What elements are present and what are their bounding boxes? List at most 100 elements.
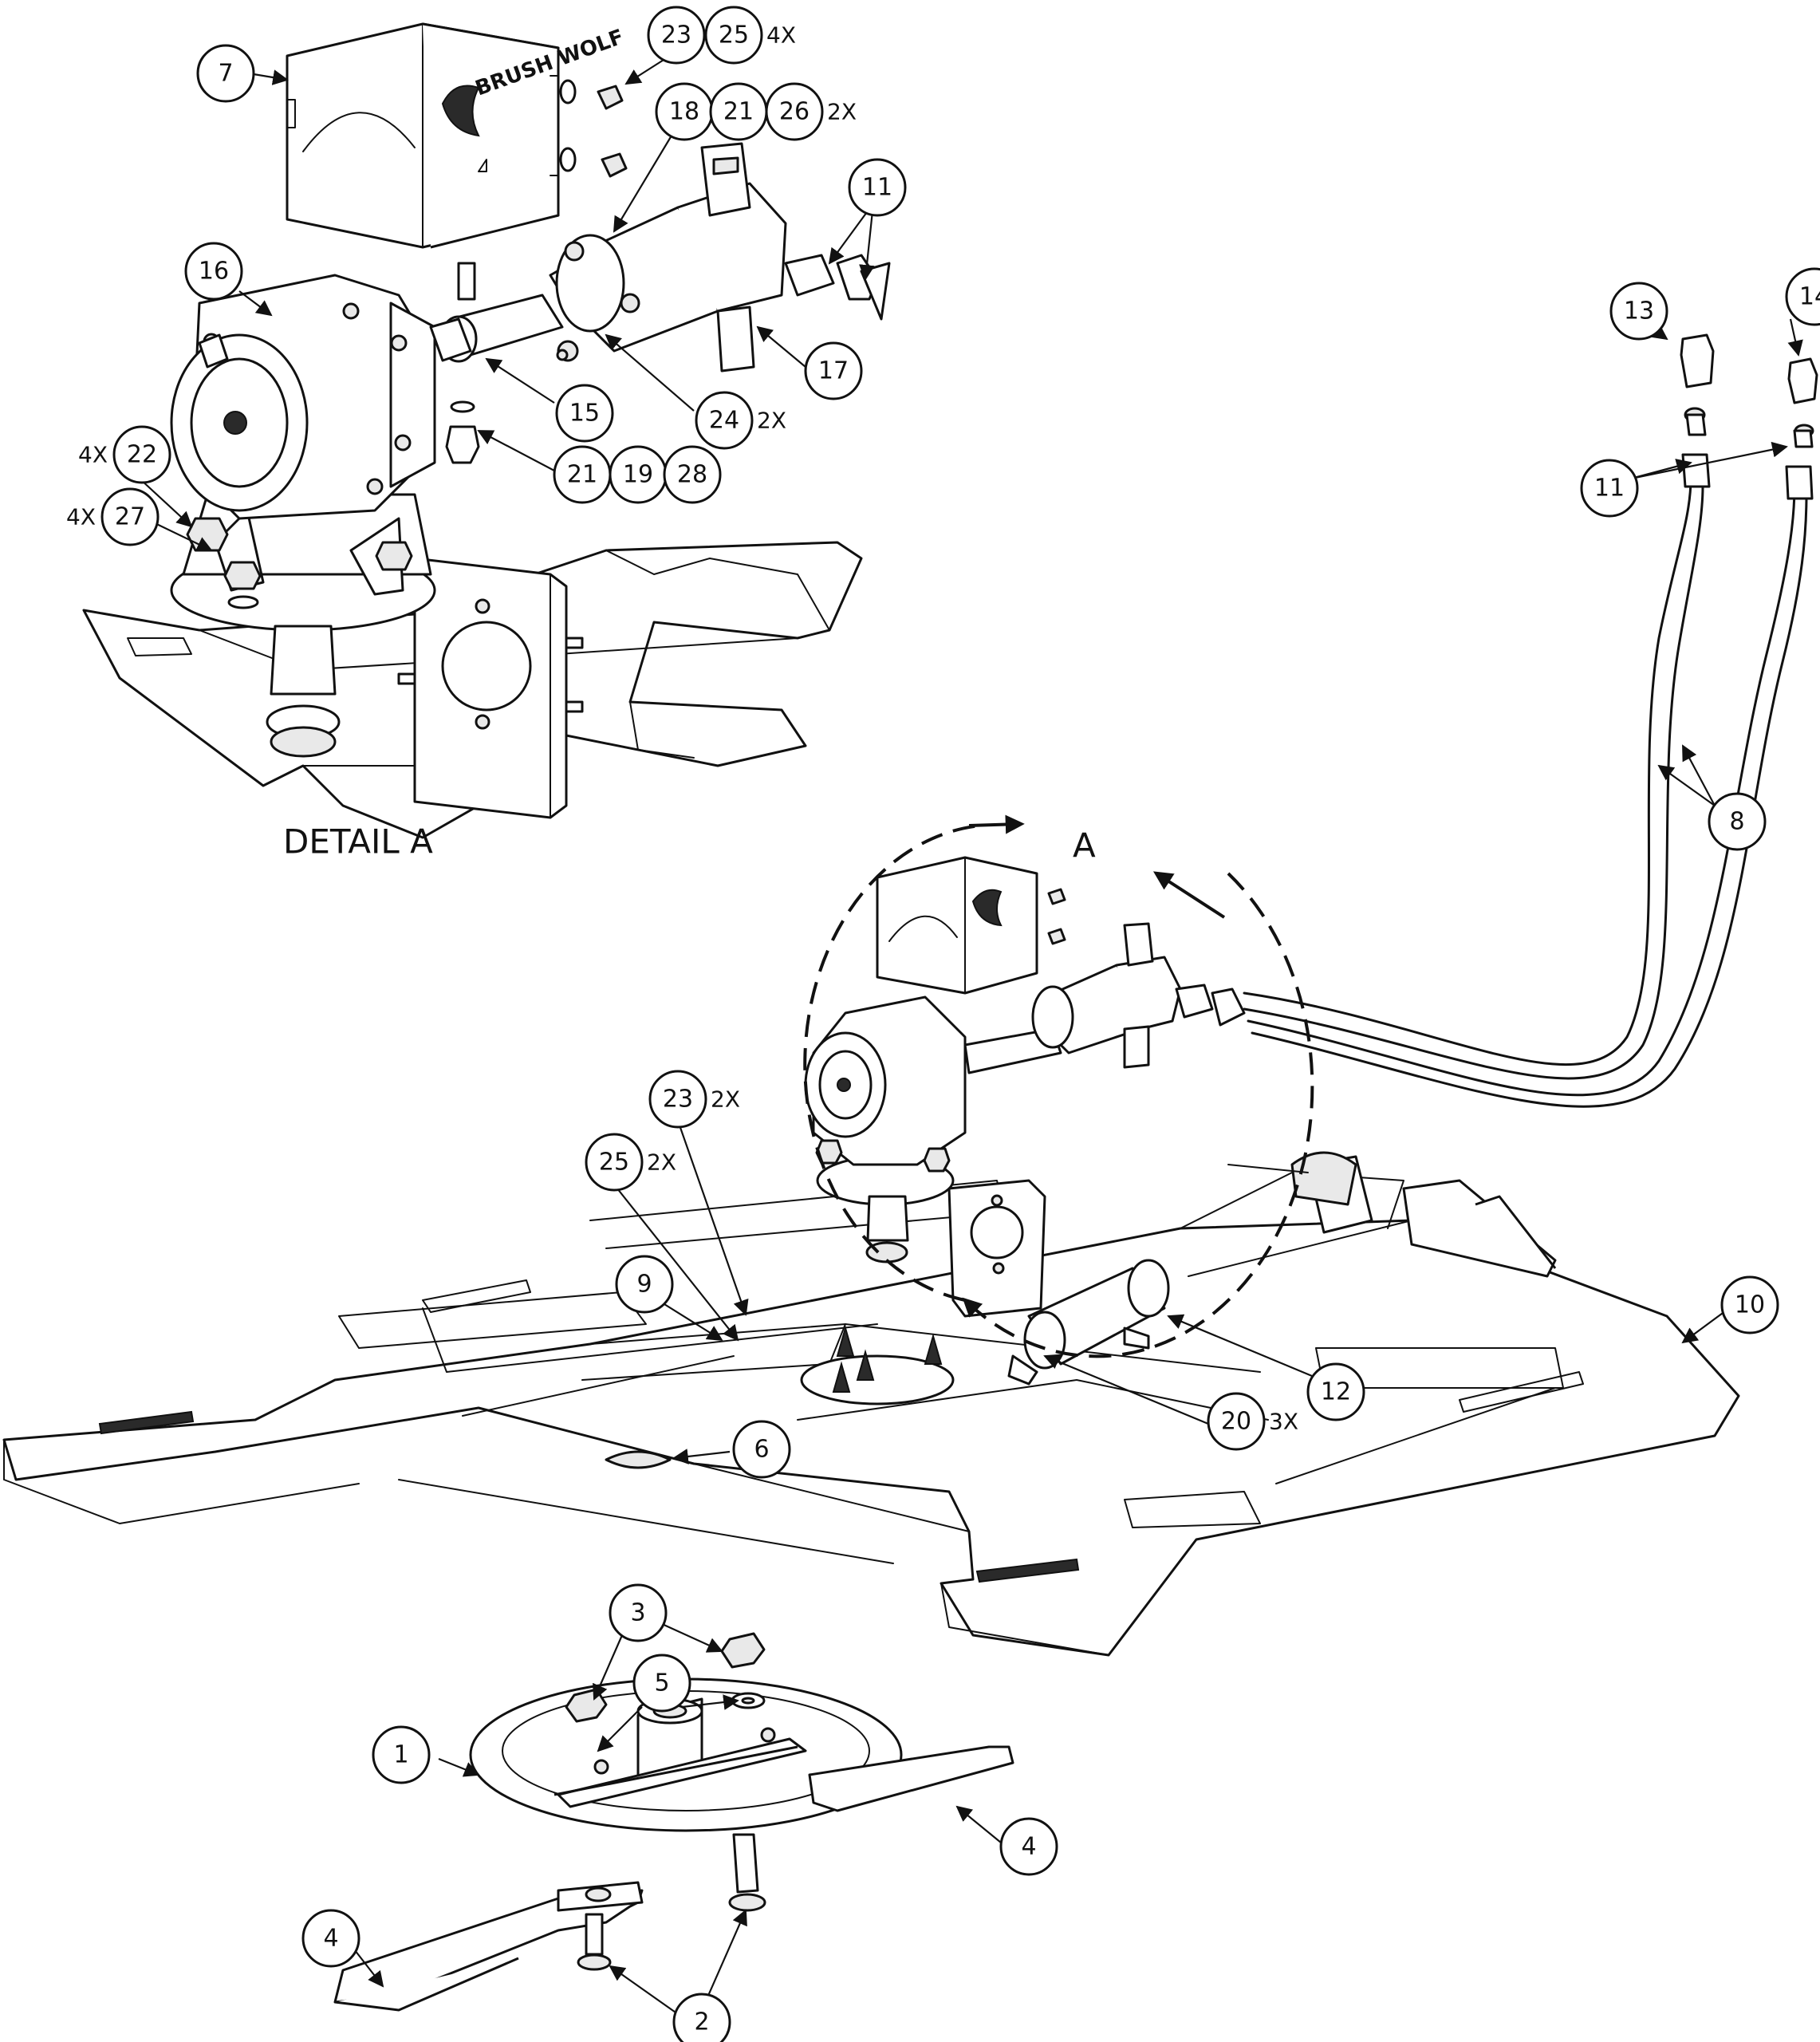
callout-number: 13 <box>1624 298 1654 325</box>
callout-circle <box>1708 792 1767 851</box>
callout-10: 10 <box>1720 1275 1779 1334</box>
callout-number: 3 <box>630 1599 645 1627</box>
callout-circle <box>1720 1275 1779 1334</box>
callout-circle <box>555 384 614 443</box>
callout-22: 22 4X <box>78 425 171 484</box>
callout-11: 11 <box>1580 459 1639 518</box>
drive-shaft <box>429 262 564 464</box>
callout-9: 9 <box>615 1255 674 1314</box>
callout-quantity: 4X <box>766 22 796 49</box>
callout-circle <box>609 1583 668 1642</box>
callout-18: 18 <box>655 82 714 141</box>
callout-number: 27 <box>115 503 145 531</box>
callout-circle <box>695 391 754 450</box>
callout-24: 24 2X <box>695 391 786 450</box>
callout-quantity: 2X <box>827 99 857 125</box>
callout-number: 20 <box>1221 1408 1251 1436</box>
callout-circle <box>615 1255 674 1314</box>
callout-number: 6 <box>754 1436 769 1464</box>
callout-13: 13 <box>1609 282 1668 341</box>
callout-number: 9 <box>636 1271 652 1299</box>
callout-number: 1 <box>393 1741 408 1769</box>
hydraulic-hoses <box>1243 453 1814 1108</box>
callout-number: 25 <box>599 1149 629 1177</box>
callout-number: 18 <box>669 98 699 126</box>
callout-number: 8 <box>1729 808 1744 836</box>
callout-quantity: 2X <box>647 1149 676 1176</box>
callout-number: 5 <box>654 1669 669 1697</box>
callout-circle <box>196 44 255 103</box>
callout-12: 12 <box>1306 1362 1365 1421</box>
callout-3: 3 <box>609 1583 668 1642</box>
main-mounting-bracket <box>947 1179 1046 1318</box>
detail-mounting-bracket <box>397 557 584 819</box>
callout-number: 24 <box>709 407 739 435</box>
callout-7: 7 <box>196 44 255 103</box>
callout-1: 1 <box>372 1725 431 1784</box>
blade-assembly <box>469 1677 1014 1912</box>
callout-quantity: 3X <box>1269 1409 1298 1435</box>
callout-17: 17 <box>804 341 863 400</box>
hydraulic-motor <box>549 142 787 373</box>
main-gearbox <box>804 995 1062 1263</box>
callout-number: 12 <box>1321 1378 1351 1406</box>
callout-number: 23 <box>661 22 691 49</box>
callout-14: 14 <box>1785 267 1820 326</box>
callout-27: 27 4X <box>66 487 160 546</box>
callout-circle <box>1207 1392 1266 1451</box>
callout-19: 19 <box>609 445 668 504</box>
callout-5: 5 <box>632 1654 691 1713</box>
callout-circle <box>765 82 824 141</box>
callout-quantity: 2X <box>757 408 786 434</box>
callout-2: 2 <box>672 1993 731 2042</box>
hitch-frame <box>1227 1151 1557 1278</box>
callout-quantity: 4X <box>78 442 108 468</box>
callout-number: 16 <box>199 258 229 286</box>
callout-11: 11 <box>848 158 907 217</box>
callout-28: 28 <box>663 445 722 504</box>
callout-number: 10 <box>1735 1291 1765 1319</box>
detail-a-circle <box>803 814 1314 1358</box>
callout-circle <box>1580 459 1639 518</box>
detail-a-marker: A <box>1073 826 1096 865</box>
callout-circle <box>672 1993 731 2042</box>
callout-circle <box>100 487 160 546</box>
callout-number: 14 <box>1799 283 1820 311</box>
callout-16: 16 <box>184 242 243 301</box>
callout-21: 21 <box>709 82 768 141</box>
shield-cover: BRUSH WOLF <box>286 22 628 249</box>
gearbox <box>170 274 436 520</box>
callout-4: 4 <box>301 1909 360 1968</box>
callout-20: 20 3X <box>1207 1392 1298 1451</box>
loose-blade <box>333 1881 644 2012</box>
callout-circle <box>1609 282 1668 341</box>
callout-circle <box>1306 1362 1365 1421</box>
callout-number: 22 <box>127 441 157 469</box>
main-shield-motor <box>876 856 1246 1069</box>
callout-circle <box>112 425 171 484</box>
detail-a-title: DETAIL A <box>283 822 433 861</box>
callout-number: 2 <box>694 2008 709 2036</box>
callout-circle <box>848 158 907 217</box>
callout-number: 21 <box>567 461 597 489</box>
callout-number: 15 <box>569 400 600 428</box>
callout-number: 19 <box>623 461 653 489</box>
callout-circle <box>184 242 243 301</box>
callout-number: 11 <box>1594 475 1625 503</box>
callout-circle <box>1785 267 1820 326</box>
callout-circle <box>663 445 722 504</box>
callout-8: 8 <box>1708 792 1767 851</box>
callout-number: 11 <box>862 174 892 202</box>
callout-6: 6 <box>732 1420 791 1479</box>
callout-number: 21 <box>723 98 754 126</box>
callout-4: 4 <box>999 1817 1058 1876</box>
callout-circle <box>732 1420 791 1479</box>
callout-number: 28 <box>677 461 707 489</box>
callout-circle <box>372 1725 431 1784</box>
callout-quantity: 4X <box>66 504 96 530</box>
